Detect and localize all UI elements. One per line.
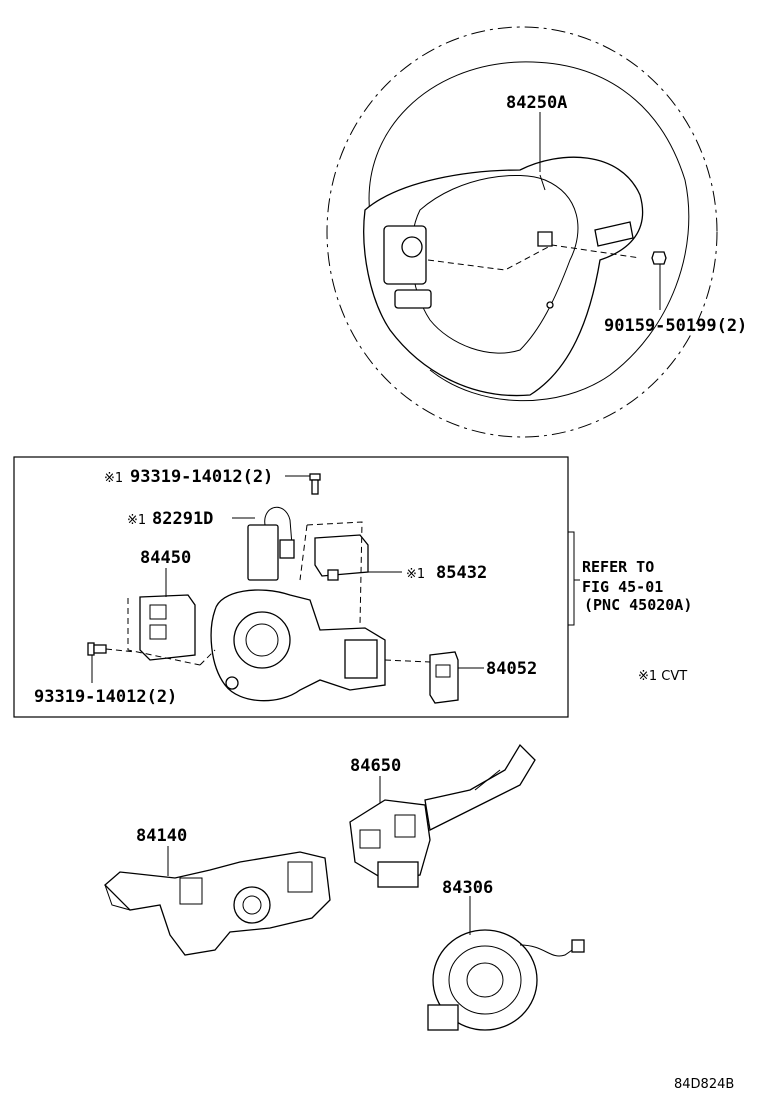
label-85432: 85432 bbox=[436, 563, 487, 583]
label-93319-14012-bottom: 93319-14012(2) bbox=[34, 687, 177, 707]
mark-82291d: ※1 bbox=[127, 513, 146, 528]
column-lock-illustration bbox=[199, 589, 431, 702]
top-screw-illustration bbox=[309, 473, 321, 495]
switch-84052-illustration bbox=[429, 651, 459, 704]
refer-line-2: FIG 45-01 bbox=[582, 578, 663, 596]
spiral-cable-illustration bbox=[427, 929, 585, 1031]
steering-wheel-illustration bbox=[326, 26, 718, 438]
refer-line-3: (PNC 45020A) bbox=[584, 596, 692, 614]
bottom-screw-illustration bbox=[87, 642, 136, 683]
assembly-box bbox=[13, 456, 569, 718]
drawing-code: 84D824B bbox=[674, 1077, 734, 1092]
label-84450: 84450 bbox=[140, 548, 191, 568]
mark-93319-top: ※1 bbox=[104, 471, 123, 486]
label-84140: 84140 bbox=[136, 826, 187, 846]
combination-switch-84140-illustration bbox=[104, 851, 331, 956]
refer-bracket bbox=[568, 531, 575, 626]
mark-85432: ※1 bbox=[406, 567, 425, 582]
label-84650: 84650 bbox=[350, 756, 401, 776]
wire-harness-illustration bbox=[247, 506, 295, 581]
wheel-screw-illustration bbox=[651, 251, 667, 310]
refer-line-1: REFER TO bbox=[582, 558, 654, 576]
label-90159-50199: 90159-50199(2) bbox=[604, 316, 747, 336]
label-84306: 84306 bbox=[442, 878, 493, 898]
label-93319-14012-top: 93319-14012(2) bbox=[130, 467, 273, 487]
label-84052: 84052 bbox=[486, 659, 537, 679]
note-cvt: ※1 CVT bbox=[638, 669, 687, 684]
combination-switch-84650-illustration bbox=[349, 743, 536, 888]
switch-84450-illustration bbox=[127, 594, 201, 666]
label-84250a: 84250A bbox=[506, 93, 567, 113]
label-82291d: 82291D bbox=[152, 509, 213, 529]
